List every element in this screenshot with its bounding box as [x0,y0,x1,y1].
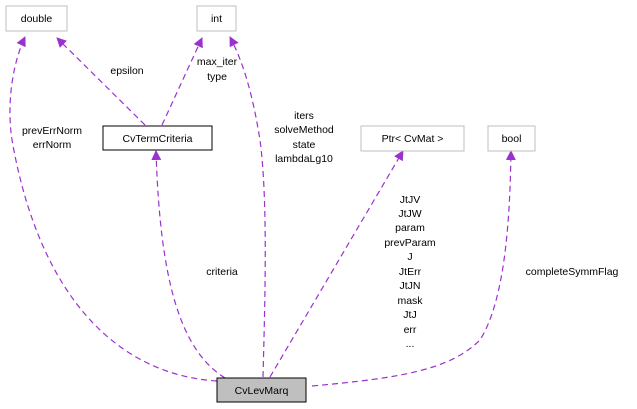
label-jtj: JtJ [403,309,416,321]
edge-complete-symm-flag [311,150,516,387]
label-jtjw: JtJW [398,208,421,220]
node-cvlevmarq[interactable]: CvLevMarq [216,377,307,403]
node-int-label: int [211,13,222,25]
label-jtjn: JtJN [400,280,421,292]
label-more: ... [406,338,415,350]
edge-epsilon [56,37,146,126]
label-lambda-lg10: lambdaLg10 [275,153,333,165]
node-cvtermcriteria-label: CvTermCriteria [122,133,192,145]
node-ptr-cvmat[interactable]: Ptr< CvMat > [360,125,465,152]
edge-max-iter-type [161,37,203,126]
label-err-norm: errNorm [33,139,72,151]
label-jtjv: JtJV [400,194,420,206]
label-solve-method: solveMethod [274,124,334,136]
edge-ptr-cvmat [269,150,404,378]
label-err: err [404,324,417,336]
label-jterr: JtErr [399,266,422,278]
edge-iters [229,36,266,378]
label-mask: mask [397,295,423,307]
label-max-iter: max_iter [197,56,238,68]
label-ptr-members: JtJV JtJW param prevParam J JtErr JtJN m… [384,194,436,350]
label-j: J [407,251,412,263]
label-complete-symm-flag: completeSymmFlag [526,266,619,278]
node-cvtermcriteria[interactable]: CvTermCriteria [102,125,213,151]
label-state: state [293,139,316,151]
label-param: param [395,222,425,234]
label-iters: iters [294,110,314,122]
label-criteria: criteria [206,266,238,278]
label-prev-err-norm: prevErrNorm [22,125,82,137]
node-ptr-cvmat-label: Ptr< CvMat > [382,133,444,145]
edge-criteria [151,150,226,379]
node-int[interactable]: int [196,5,237,32]
node-double-label: double [21,13,53,25]
edge-prev-err-norm [9,36,218,382]
label-epsilon: epsilon [110,65,143,77]
node-bool-label: bool [502,133,522,145]
label-prev-param: prevParam [384,237,436,249]
label-type: type [207,71,227,83]
node-bool[interactable]: bool [487,125,536,152]
node-double[interactable]: double [5,5,68,32]
node-cvlevmarq-label: CvLevMarq [235,385,289,397]
